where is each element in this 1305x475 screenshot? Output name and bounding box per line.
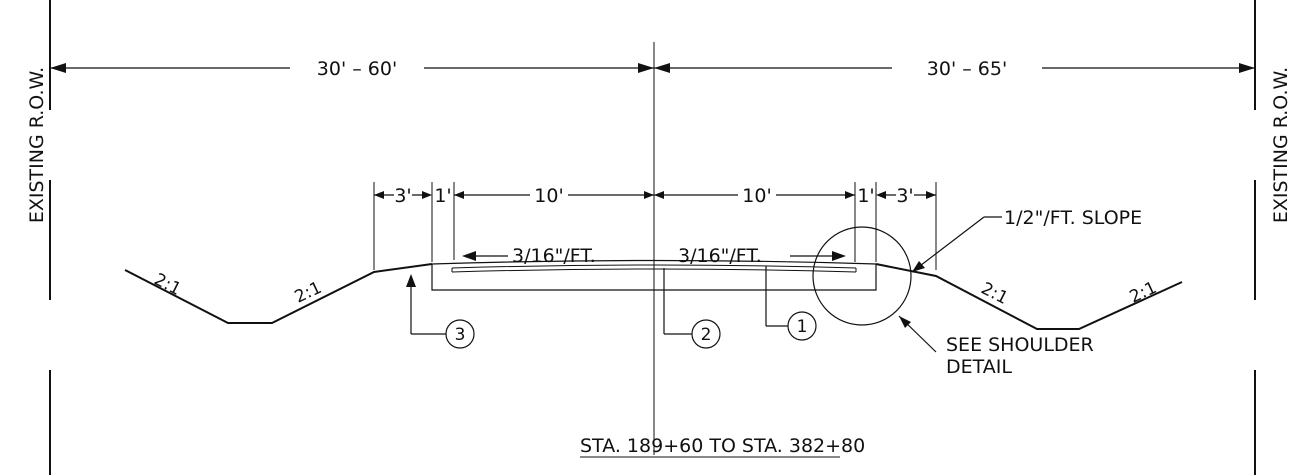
pavement-base-course (431, 264, 877, 291)
row-arrow-left-end (50, 63, 66, 73)
right-cross-slope-label: 3/16"/FT. (678, 245, 762, 267)
callout-2-circle (691, 319, 721, 349)
detail-note-line2: DETAIL (946, 356, 1012, 378)
right-cross-slope-arrowhead (832, 251, 846, 261)
lane-arrow-7 (876, 191, 886, 199)
callout-3-number: 3 (455, 325, 466, 345)
far-left-backslope-label: 2:1 (151, 270, 184, 300)
callout-3-arrow (406, 274, 416, 287)
left-cross-slope-label: 3/16"/FT. (512, 245, 596, 267)
shoulder-slope-label: 1/2"/FT. SLOPE (1004, 207, 1142, 229)
left-cross-slope-arrowhead (462, 251, 476, 261)
left-shoulder-dim-label: 3' (394, 185, 411, 207)
station-range-caption: STA. 189+60 TO STA. 382+80 (580, 435, 865, 457)
callout-1-circle (787, 311, 817, 341)
row-arrow-left-center (638, 63, 654, 73)
right-row-label: EXISTING R.O.W. (1270, 67, 1292, 223)
detail-note-line1: SEE SHOULDER (946, 334, 1094, 356)
right-shoulder-dim-label: 3' (896, 185, 913, 207)
right-row-width-label: 30' – 65' (927, 58, 1007, 80)
lane-arrow-1 (374, 191, 384, 199)
right-lane-dim-label: 10' (742, 185, 771, 207)
lane-arrow-5 (654, 191, 664, 199)
detail-leader-arrow (899, 316, 911, 328)
callout-3-circle (445, 319, 475, 349)
left-foreslope-label: 2:1 (292, 278, 325, 308)
lane-arrow-2 (422, 191, 432, 199)
left-offset-dim-label: 1' (434, 185, 451, 207)
right-offset-dim-label: 1' (857, 185, 874, 207)
pavement-surface-layer-2 (451, 268, 857, 273)
left-lane-dim-label: 10' (534, 185, 563, 207)
pavement-surface-top (431, 259, 877, 265)
row-arrow-right-center (654, 63, 670, 73)
callout-1-number: 1 (797, 317, 808, 337)
row-arrow-right-end (1239, 63, 1255, 73)
shoulder-slope-leader-arrow (912, 261, 925, 272)
far-right-backslope-label: 2:1 (1127, 278, 1160, 308)
right-foreslope-label: 2:1 (978, 279, 1011, 309)
lane-arrow-3 (454, 191, 464, 199)
left-row-label: EXISTING R.O.W. (26, 67, 48, 223)
shoulder-detail-circle (812, 226, 912, 326)
lane-arrow-8 (926, 191, 936, 199)
shoulder-slope-leader-diagonal (911, 216, 985, 273)
ground-profile-left (124, 263, 433, 324)
left-row-width-label: 30' – 60' (317, 58, 397, 80)
pavement-surface-layer (451, 264, 857, 269)
ground-profile-right (875, 263, 1183, 330)
callout-2-number: 2 (701, 325, 712, 345)
lane-arrow-4 (644, 191, 654, 199)
lane-arrow-6 (845, 191, 855, 199)
